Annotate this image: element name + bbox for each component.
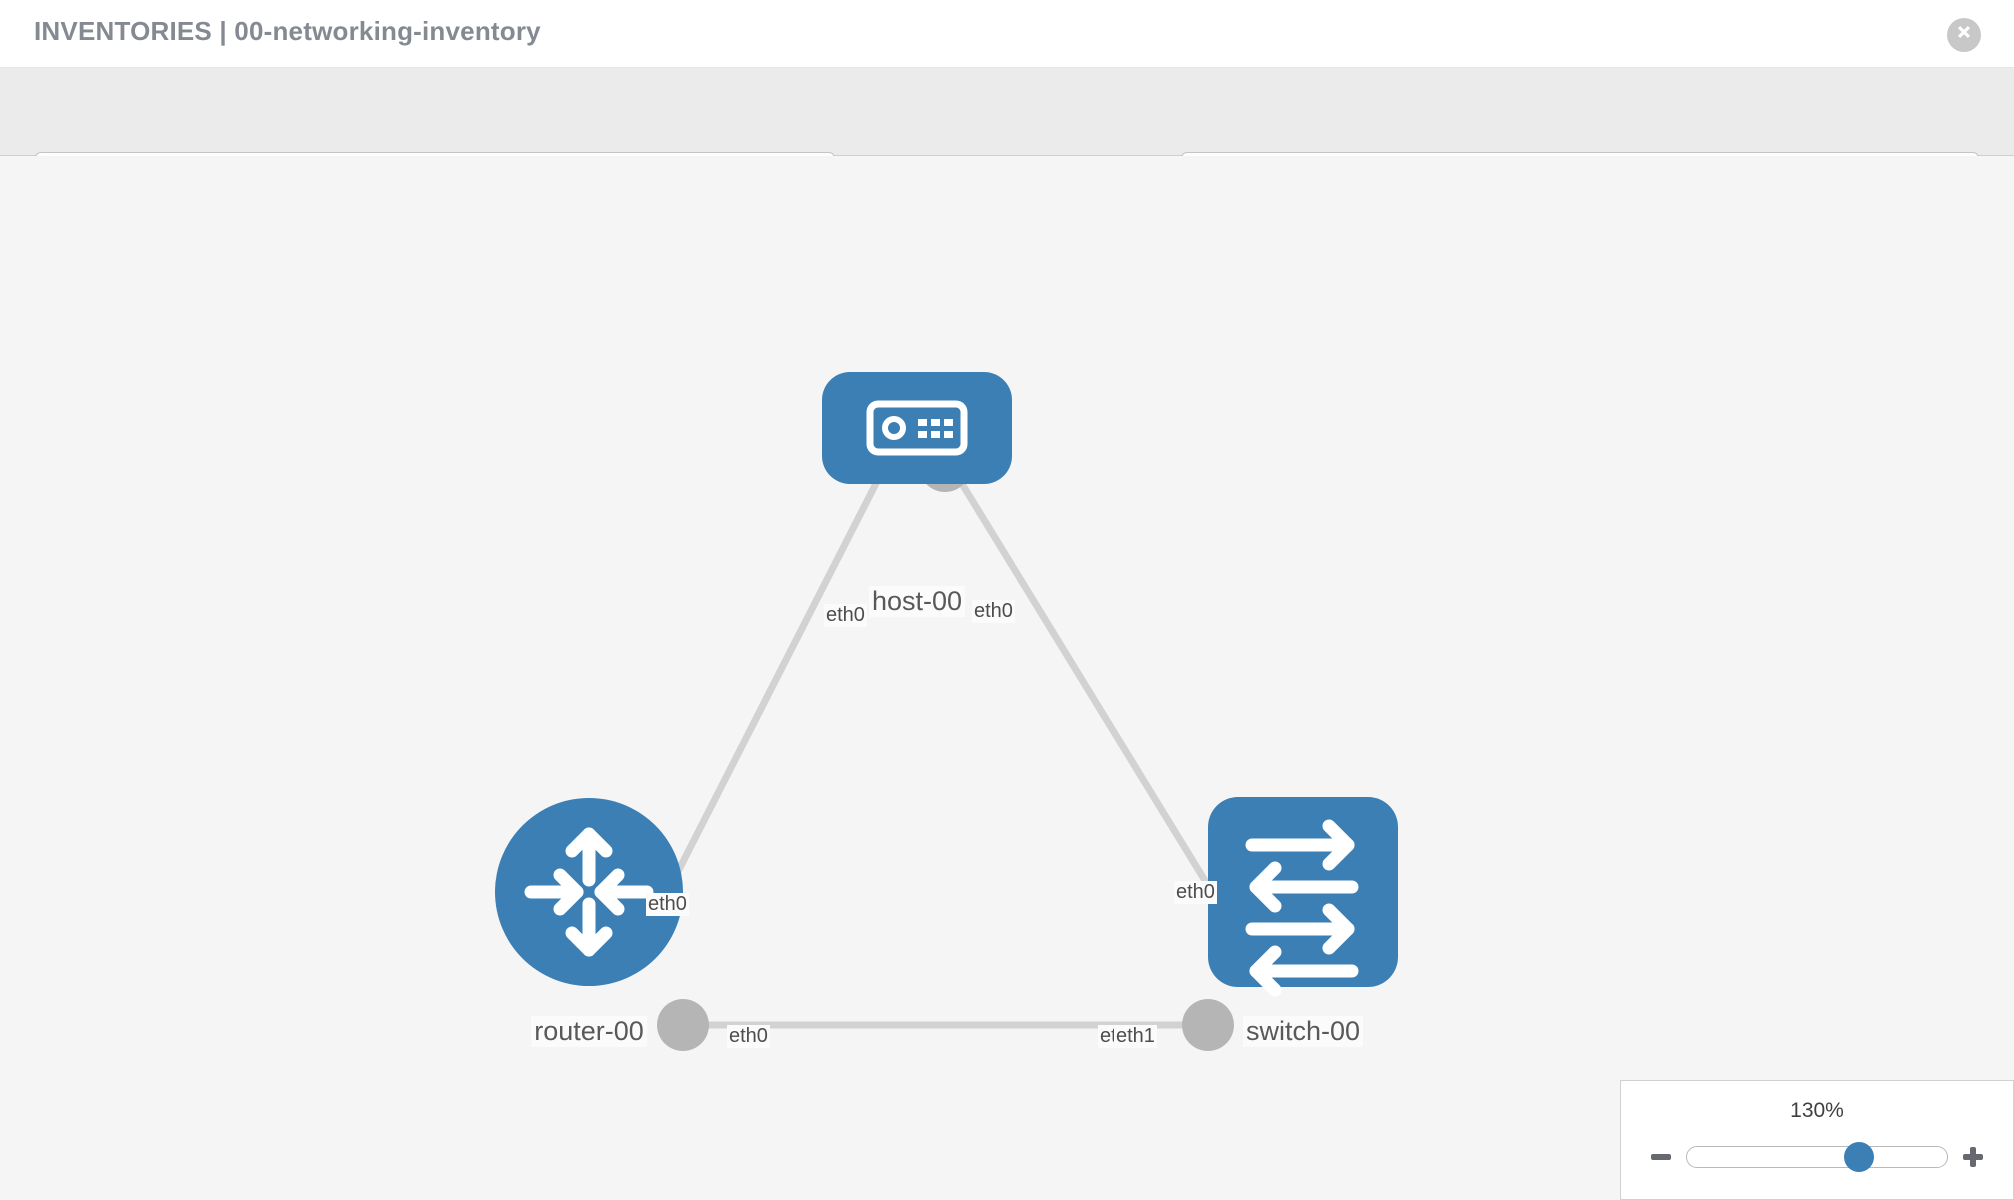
router-icon (524, 827, 654, 957)
minus-icon (1651, 1154, 1671, 1160)
edge-host-switch (942, 454, 1248, 948)
edge-label-router-upper-eth0: eth0 (646, 893, 689, 916)
topology-graph (495, 372, 1398, 1051)
server-icon (866, 400, 968, 456)
zoom-in-button[interactable] (1956, 1140, 1990, 1174)
zoom-control-panel: 130% (1620, 1080, 2014, 1200)
edge-label-switch-upper-eth0: eth0 (1174, 881, 1217, 904)
node-router-00[interactable] (495, 798, 683, 986)
node-host-00[interactable] (822, 372, 1012, 484)
edge-label-host-left-eth0: eth0 (824, 604, 867, 627)
edge-host-router (636, 454, 894, 948)
topology-connectors (657, 440, 1276, 1051)
zoom-out-button[interactable] (1644, 1140, 1678, 1174)
edge-label-router-right-eth0: eth0 (727, 1025, 770, 1048)
switch-icon (1245, 819, 1359, 997)
page-header: INVENTORIES | 00-networking-inventory (0, 0, 2014, 68)
node-switch-00[interactable] (1208, 797, 1398, 997)
plus-icon (1963, 1147, 1983, 1167)
topology-edges (636, 454, 1248, 1029)
toolbar: ACTIONS SEARCH (0, 68, 2014, 202)
zoom-slider-thumb[interactable] (1843, 1142, 1874, 1172)
zoom-slider[interactable] (1686, 1142, 1948, 1172)
connector-router-right (657, 999, 709, 1051)
zoom-level-label: 130% (1790, 1099, 1844, 1122)
edge-label-host-right-eth0: eth0 (972, 600, 1015, 623)
page-title: INVENTORIES | 00-networking-inventory (34, 16, 541, 46)
node-label-router-00: router-00 (531, 1016, 647, 1048)
node-label-host-00: host-00 (868, 586, 966, 618)
node-label-switch-00: switch-00 (1242, 1016, 1364, 1048)
topology-canvas[interactable]: host-00 router-00 switch-00 eth0 eth0 et… (0, 156, 2014, 1200)
edge-label-switch-left-eth1: eth1 (1114, 1025, 1157, 1048)
close-icon[interactable] (1947, 18, 1981, 52)
connector-switch-left (1182, 999, 1234, 1051)
